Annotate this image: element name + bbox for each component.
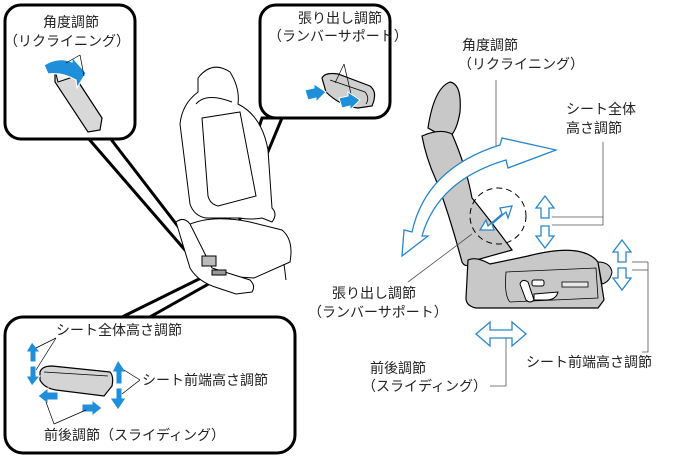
height-up-arrow-icon (534, 194, 556, 219)
recline-lever-icon (43, 54, 103, 133)
lumbar-arrow-icon (478, 205, 513, 231)
switch-callout-slide: 前後調節（スライディング） (44, 428, 226, 444)
lumbar-callout-title: 張り出し調節 (298, 11, 382, 27)
side-view-leaders (407, 80, 649, 387)
side-recline-subtitle: （リクライニング） (458, 57, 584, 73)
callout-switch-box (3, 315, 297, 455)
side-lumbar-title: 張り出し調節 (332, 286, 416, 302)
switch-callout-height: シート全体高さ調節 (56, 323, 182, 339)
side-view-arrows (401, 137, 633, 348)
side-recline-title: 角度調節 (462, 38, 518, 54)
lumbar-callout-subtitle: （ランバーサポート） (268, 29, 408, 45)
side-front-height: シート前端高さ調節 (526, 355, 652, 371)
recline-callout-subtitle: （リクライニング） (4, 34, 130, 50)
recline-callout-title: 角度調節 (43, 15, 99, 31)
height-down-arrow-icon (534, 225, 556, 250)
seat-line-drawing (175, 66, 292, 295)
callout-lumbar-box (258, 3, 392, 120)
side-slide-subtitle: （スライディング） (362, 379, 488, 395)
side-height-line1: シート全体 (566, 102, 636, 118)
callout-recline-box (3, 3, 137, 141)
recline-arrow-icon (401, 137, 559, 258)
front-height-down-arrow-icon (611, 267, 633, 292)
front-height-up-arrow-icon (611, 238, 633, 263)
slide-arrow-icon (475, 320, 527, 348)
seat-side-view (421, 81, 613, 309)
side-lumbar-subtitle: （ランバーサポート） (308, 305, 448, 321)
lumbar-switch-icon (304, 63, 376, 112)
side-slide-title: 前後調節 (370, 361, 426, 377)
seat-switch-icon (39, 365, 114, 397)
side-height-line2: 高さ調節 (566, 121, 622, 137)
switch-callout-front-height: シート前端高さ調節 (142, 373, 268, 389)
